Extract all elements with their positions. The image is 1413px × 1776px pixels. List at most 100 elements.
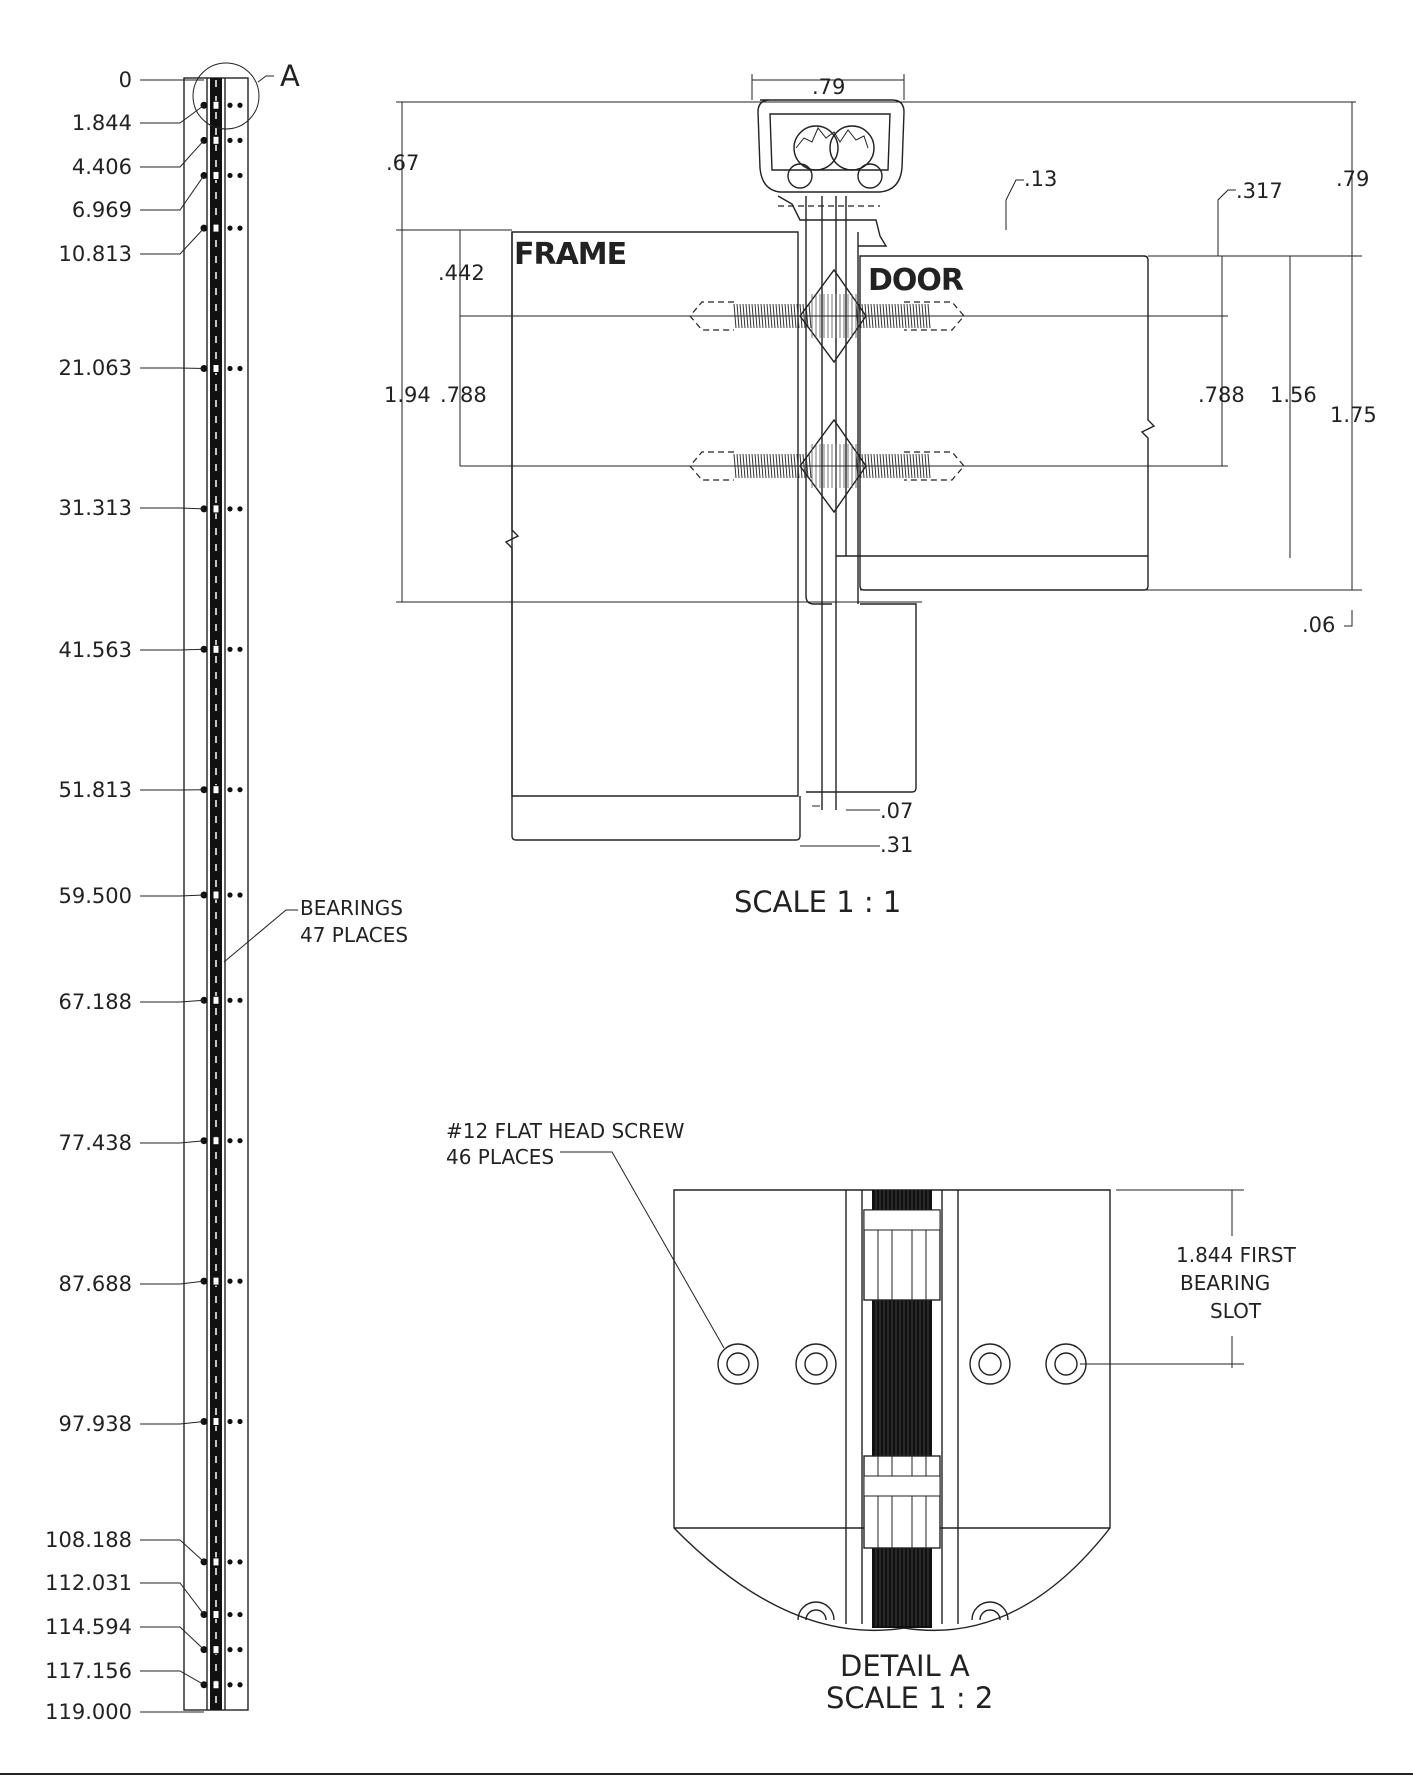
detail-screw-holes <box>717 1343 1087 1621</box>
frame-leaf <box>511 231 799 797</box>
strip-bearing <box>212 364 220 374</box>
strip-screw-hole <box>227 1682 233 1688</box>
strip-position-label: 117.156 <box>45 1659 132 1683</box>
hinge-strip-view: A 01.8444.4066.96910.81321.06331.31341.5… <box>45 59 408 1724</box>
door-label: DOOR <box>868 263 964 298</box>
strip-screw-hole <box>237 506 243 512</box>
section-view: .79 .67 .79 .13 .317 .442 1.94 .788 .788… <box>384 74 1377 919</box>
dim-gap-bottom: .06 <box>1302 613 1335 637</box>
dim-door-height: 1.56 <box>1270 383 1317 407</box>
strip-position-label: 21.063 <box>59 356 132 380</box>
bearing-note-line3: SLOT <box>1210 1299 1262 1323</box>
strip-bearing <box>212 890 220 900</box>
strip-bearing <box>212 1610 220 1620</box>
screw-hole <box>795 1343 837 1385</box>
strip-leader <box>140 1670 205 1686</box>
screw-set <box>689 268 965 514</box>
bearings-note-line2: 47 PLACES <box>300 923 408 947</box>
strip-screw-hole <box>227 787 233 793</box>
strip-bearing <box>212 1276 220 1286</box>
bearing-note-line2: BEARING <box>1180 1271 1270 1295</box>
strip-bearing <box>212 1557 220 1567</box>
strip-position-label: 119.000 <box>45 1700 132 1724</box>
strip-screw-hole <box>237 997 243 1003</box>
strip-leader <box>140 648 205 651</box>
strip-screw-hole <box>237 225 243 231</box>
strip-bearing <box>212 1136 220 1146</box>
strip-bearing <box>212 1645 220 1655</box>
strip-screw-holes <box>200 100 243 1690</box>
strip-leader <box>140 367 205 370</box>
strip-screw-hole <box>227 225 233 231</box>
dim-screw-spacing-left: .788 <box>440 383 487 407</box>
strip-screw-hole <box>227 137 233 143</box>
strip-bearing <box>212 223 220 233</box>
strip-bearing <box>212 785 220 795</box>
bearing-note-line1: 1.844 FIRST <box>1176 1243 1297 1267</box>
strip-screw-hole <box>237 1278 243 1284</box>
screw-note-line1: #12 FLAT HEAD SCREW <box>446 1119 685 1143</box>
dim-total-right: 1.75 <box>1330 403 1377 427</box>
strip-position-label: 97.938 <box>59 1412 132 1436</box>
dim-top-height-right: .79 <box>1336 167 1369 191</box>
strip-screw-hole <box>237 892 243 898</box>
strip-position-label: 112.031 <box>45 1571 132 1595</box>
strip-screw-hole <box>237 1138 243 1144</box>
strip-screw-hole <box>227 646 233 652</box>
strip-leader <box>140 894 205 897</box>
strip-bearing <box>212 644 220 654</box>
detail-a-callout-label: A <box>280 59 300 93</box>
detail-a-view: #12 FLAT HEAD SCREW 46 PLACES 1.844 FIRS… <box>446 1119 1297 1715</box>
strip-bearing <box>212 100 220 110</box>
strip-position-label: 10.813 <box>59 242 132 266</box>
strip-bearing <box>212 170 220 180</box>
strip-position-label: 114.594 <box>45 1615 132 1639</box>
strip-bearing <box>212 995 220 1005</box>
dim-offset-317: .317 <box>1236 179 1283 203</box>
strip-leader <box>140 507 205 510</box>
strip-leader <box>140 999 205 1003</box>
dim-profile-width: .79 <box>812 75 845 99</box>
strip-screw-hole <box>227 1278 233 1284</box>
strip-bearing <box>212 1417 220 1427</box>
strip-screw-hole <box>227 172 233 179</box>
screw-hole <box>717 1343 759 1385</box>
dim-height-left: 1.94 <box>384 383 431 407</box>
door-leaf <box>859 255 1156 591</box>
strip-position-label: 6.969 <box>72 198 132 222</box>
bearings-note-line1: BEARINGS <box>300 896 403 920</box>
strip-position-label: 108.188 <box>45 1528 132 1552</box>
detail-scale-label: SCALE 1 : 2 <box>826 1681 993 1715</box>
strip-screw-hole <box>227 102 233 108</box>
strip-position-labels: 01.8444.4066.96910.81321.06331.31341.563… <box>45 68 205 1724</box>
strip-screw-hole <box>237 137 243 143</box>
screw-hole <box>969 1343 1011 1385</box>
strip-leader <box>140 140 205 168</box>
strip-leader <box>140 1539 205 1563</box>
strip-screw-hole <box>237 1682 243 1688</box>
strip-screw-hole <box>237 1559 243 1565</box>
dim-screw-top-left: .442 <box>438 261 485 285</box>
frame-label: FRAME <box>514 237 626 272</box>
strip-screw-hole <box>227 1138 233 1144</box>
strip-position-label: 0 <box>119 68 132 92</box>
detail-knuckle-bottom <box>863 1455 941 1549</box>
strip-screw-hole <box>227 1418 233 1425</box>
strip-position-label: 51.813 <box>59 778 132 802</box>
strip-position-label: 4.406 <box>72 155 132 179</box>
section-scale-label: SCALE 1 : 1 <box>734 885 901 919</box>
strip-bearing <box>212 1680 220 1690</box>
strip-position-label: 1.844 <box>72 111 132 135</box>
detail-title: DETAIL A <box>840 1649 970 1683</box>
strip-screw-hole <box>237 1647 243 1653</box>
strip-leader <box>140 1626 205 1651</box>
strip-screw-hole <box>237 646 243 652</box>
strip-screw-hole <box>227 365 233 372</box>
strip-leader <box>140 1280 205 1285</box>
dim-top-height-left: .67 <box>386 151 419 175</box>
strip-screw-hole <box>237 365 243 372</box>
strip-screw-hole <box>237 172 243 179</box>
strip-leader <box>140 227 205 255</box>
dim-gap-31: .31 <box>880 833 913 857</box>
